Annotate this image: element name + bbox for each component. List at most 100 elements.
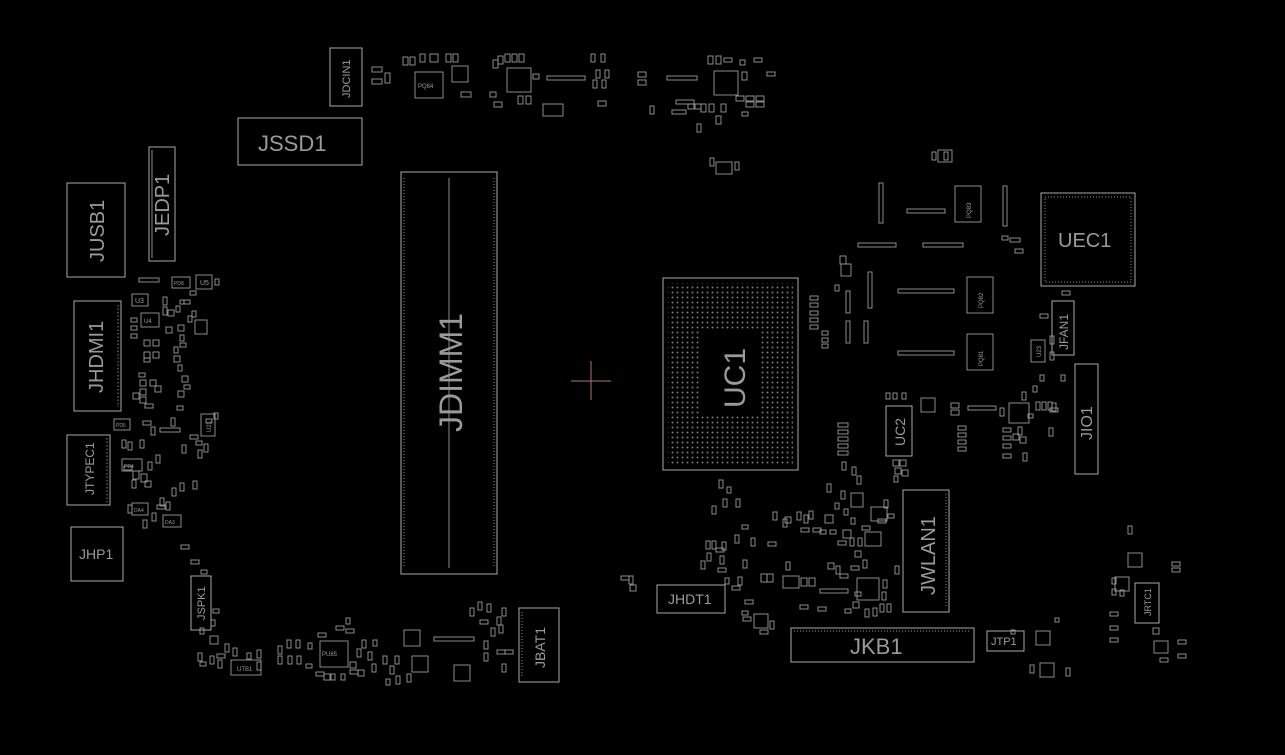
passive-pad — [711, 540, 717, 550]
component-jdimm1[interactable]: JDIMM1 — [400, 171, 498, 575]
part-u4[interactable]: U4 — [140, 312, 160, 328]
passive-pad — [809, 302, 819, 308]
part-utb1[interactable]: UTB1 — [230, 659, 262, 676]
component-jspk1[interactable]: JSPK1 — [190, 575, 212, 631]
passive-pad — [173, 346, 179, 354]
passive-pad — [183, 384, 191, 390]
passive-pad — [755, 101, 765, 108]
passive-pad — [719, 555, 725, 565]
label-utb1: UTB1 — [237, 667, 253, 673]
passive-pad — [737, 576, 743, 586]
passive-pad — [894, 467, 902, 475]
component-jtypec1[interactable]: JTYPEC1 — [66, 434, 111, 506]
passive-pad — [406, 673, 412, 683]
passive-pad — [409, 56, 416, 66]
passive-pad — [189, 434, 199, 440]
passive-pad — [1127, 525, 1133, 535]
passive-pad — [620, 575, 630, 581]
component-jkb1[interactable]: JKB1 — [790, 627, 975, 663]
passive-pad — [389, 665, 395, 675]
passive-pad — [882, 579, 888, 589]
passive-pad — [799, 604, 809, 610]
component-jusb1[interactable]: JUSB1 — [66, 182, 126, 278]
passive-pad — [821, 343, 829, 349]
part-u3[interactable]: U3 — [131, 293, 149, 307]
part-u5[interactable]: U5 — [195, 274, 213, 290]
passive-pad — [707, 55, 714, 65]
passive-pad — [957, 446, 967, 452]
part-pu85[interactable]: PU85 — [319, 640, 349, 668]
passive-pad — [759, 629, 769, 635]
passive-pad — [649, 105, 655, 115]
label-jhp1: JHP1 — [79, 546, 113, 562]
component-jwlan1[interactable]: JWLAN1 — [902, 489, 950, 613]
passive-pad — [256, 661, 262, 671]
part-pd4[interactable]: PD4 — [121, 458, 143, 472]
part-u21[interactable]: U21 — [200, 413, 216, 437]
passive-pad — [629, 584, 637, 592]
passive-pad — [357, 669, 365, 677]
part-pq81[interactable]: PQ81 — [966, 333, 994, 371]
component-jssd1[interactable]: JSSD1 — [237, 117, 363, 166]
component-uec1[interactable]: UEC1 — [1040, 192, 1136, 287]
part-pq83[interactable]: PQ83 — [954, 185, 982, 223]
passive-pad — [766, 573, 774, 583]
component-jtp1[interactable]: JTP1 — [986, 630, 1025, 652]
component-jhdmi1[interactable]: JHDMI1 — [73, 300, 122, 412]
passive-pad — [817, 606, 827, 612]
passive-pad — [483, 640, 489, 650]
component-jhdt1[interactable]: JHDT1 — [656, 584, 726, 614]
passive-pad — [829, 529, 837, 535]
passive-pad — [1171, 561, 1181, 567]
passive-pad — [162, 306, 168, 316]
part-pq84[interactable]: PQ84 — [414, 71, 444, 99]
passive-pad — [893, 475, 899, 483]
passive-pad — [147, 461, 153, 471]
part-pd3[interactable]: DA3 — [162, 514, 182, 528]
passive-pad — [841, 461, 847, 471]
component-jbat1[interactable]: JBAT1 — [518, 607, 560, 683]
passive-pad — [179, 334, 185, 342]
component-jhp1[interactable]: JHP1 — [70, 526, 124, 582]
passive-pad — [532, 73, 540, 80]
passive-pad — [784, 516, 792, 524]
passive-pad — [143, 357, 151, 363]
part-da4[interactable]: DA4 — [131, 502, 149, 516]
passive-pad — [1061, 290, 1071, 296]
label-pq84: PQ84 — [418, 84, 434, 90]
label-jtp1: JTP1 — [991, 636, 1017, 648]
part-pd8[interactable]: PD8 — [171, 276, 191, 289]
passive-pad — [140, 473, 148, 483]
passive-pad — [152, 339, 160, 347]
passive-pad — [452, 53, 459, 63]
passive-pad — [862, 559, 868, 569]
component-jrtc1[interactable]: JRTC1 — [1134, 582, 1160, 624]
component-jedp1[interactable]: JEDP1 — [148, 146, 176, 262]
part-pq82[interactable]: PQ82 — [966, 276, 994, 314]
component-uc1[interactable]: UC1 — [662, 277, 799, 471]
passive-pad — [1027, 413, 1034, 419]
passive-pad — [1054, 617, 1060, 623]
label-jrtc1: JRTC1 — [1143, 588, 1153, 616]
component-jfan1[interactable]: JFAN1 — [1051, 300, 1075, 356]
passive-pad — [837, 540, 847, 546]
passive-pad — [517, 95, 524, 105]
passive-pad — [839, 255, 847, 265]
passive-pad — [356, 648, 362, 658]
passive-pad — [203, 443, 209, 453]
passive-pad — [209, 635, 219, 645]
component-jdcin1[interactable]: JDCIN1 — [329, 47, 363, 107]
part-pd5[interactable]: PD5 — [113, 418, 131, 431]
passive-pad — [671, 109, 687, 115]
label-pq82: PQ82 — [979, 292, 985, 308]
part-u23[interactable]: U23 — [1030, 339, 1046, 363]
component-jio1[interactable]: JIO1 — [1074, 363, 1099, 475]
passive-pad — [382, 655, 388, 665]
label-u23: U23 — [1037, 345, 1043, 357]
passive-pad — [501, 607, 507, 617]
passive-pad — [843, 508, 849, 516]
label-pd4: PD4 — [124, 464, 134, 470]
component-uc2[interactable]: UC2 — [885, 405, 913, 457]
passive-pad — [767, 541, 777, 547]
